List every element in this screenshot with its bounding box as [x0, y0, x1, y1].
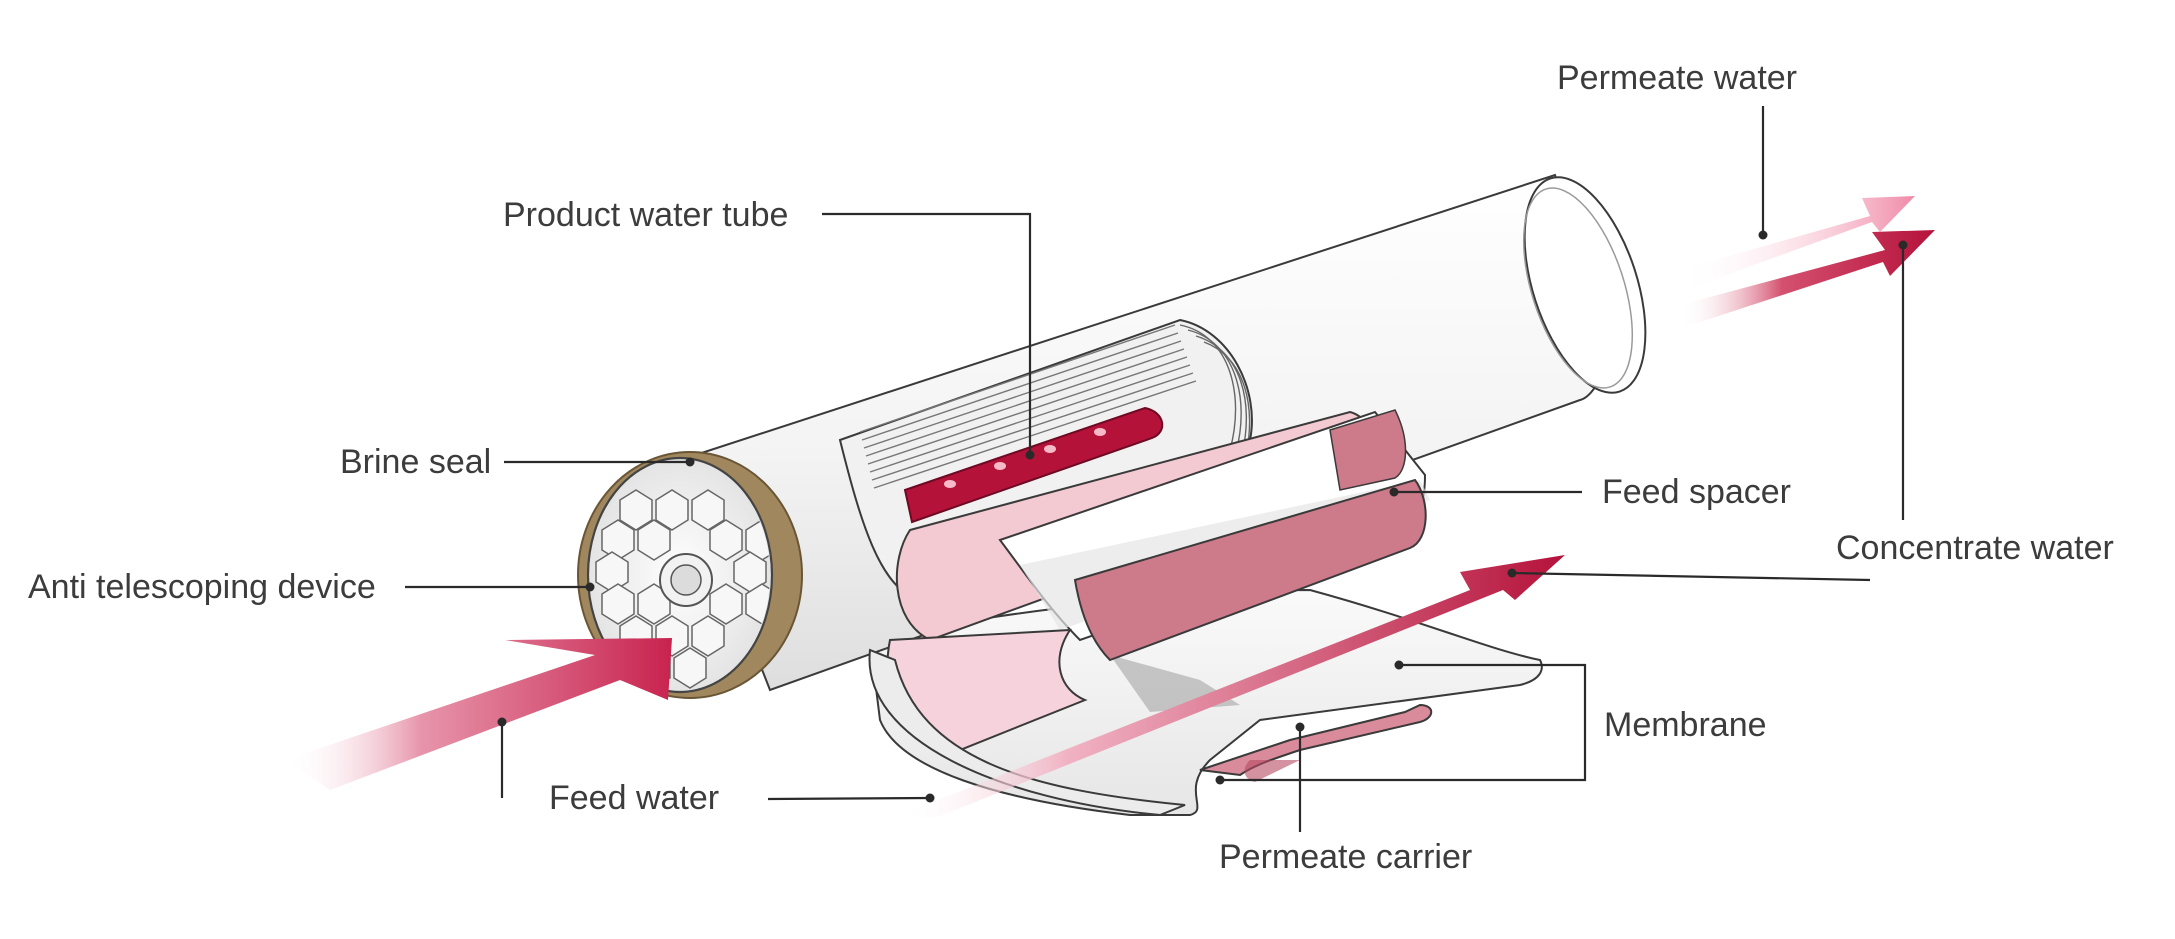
- label-membrane: Membrane: [1604, 706, 1767, 744]
- concentrate-outlet-arrow: [1680, 230, 1935, 327]
- label-feed-water: Feed water: [549, 779, 719, 817]
- product-water-tube: [903, 406, 1164, 524]
- label-brine-seal: Brine seal: [340, 443, 491, 481]
- label-permeate-carrier: Permeate carrier: [1219, 838, 1472, 876]
- anti-telescoping-device: [586, 456, 774, 694]
- label-permeate-water: Permeate water: [1557, 59, 1797, 97]
- feed-water-inlet-arrow: [285, 638, 672, 790]
- feed-water-flow-arrow: [900, 555, 1565, 818]
- label-concentrate-water: Concentrate water: [1836, 529, 2114, 567]
- feed-spacer-layer: [895, 409, 1430, 662]
- curled-membrane-sheet: [868, 628, 1186, 817]
- label-feed-spacer: Feed spacer: [1602, 473, 1791, 511]
- permeate-outlet-arrow: [1680, 196, 1915, 290]
- label-product-water-tube: Product water tube: [503, 196, 788, 234]
- leader-lines: [405, 106, 1908, 832]
- label-anti-telescoping-device: Anti telescoping device: [28, 568, 376, 606]
